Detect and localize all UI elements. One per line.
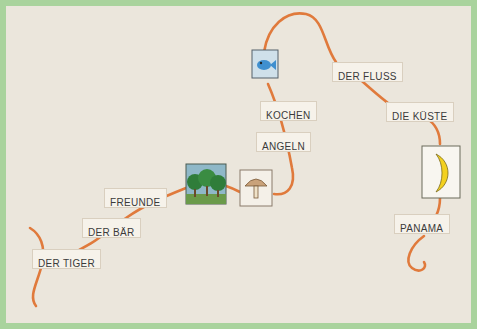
illustration (6, 6, 471, 323)
word-text: KOCHEN (266, 110, 311, 122)
word-label: ANGELN (256, 132, 311, 152)
word-text: DER FLUSS (338, 71, 397, 83)
word-text: PANAMA (400, 223, 443, 235)
word-label: PANAMA (394, 214, 450, 234)
word-text: DER TIGER (38, 258, 95, 270)
word-text: DER BÄR (88, 227, 135, 239)
word-text: DIE KÜSTE (392, 111, 448, 123)
forest-picture (186, 164, 226, 204)
banana-picture (422, 146, 460, 198)
road-line (226, 186, 240, 192)
word-label: DER TIGER (32, 249, 101, 269)
word-text: ANGELN (262, 141, 305, 153)
word-label: DER BÄR (82, 218, 141, 238)
road-line (408, 236, 425, 270)
word-label: KOCHEN (260, 101, 317, 121)
road-line (66, 188, 186, 256)
mushroom-picture (240, 170, 272, 206)
word-text: FREUNDE (110, 197, 160, 209)
fish-picture (252, 50, 278, 78)
word-label: DIE KÜSTE (386, 102, 454, 122)
paper-ground: DER TIGER DER BÄR FREUNDE ANGELN KOCHEN DER F… (6, 6, 471, 323)
word-label: DER FLUSS (332, 62, 403, 82)
word-label: FREUNDE (104, 188, 167, 208)
